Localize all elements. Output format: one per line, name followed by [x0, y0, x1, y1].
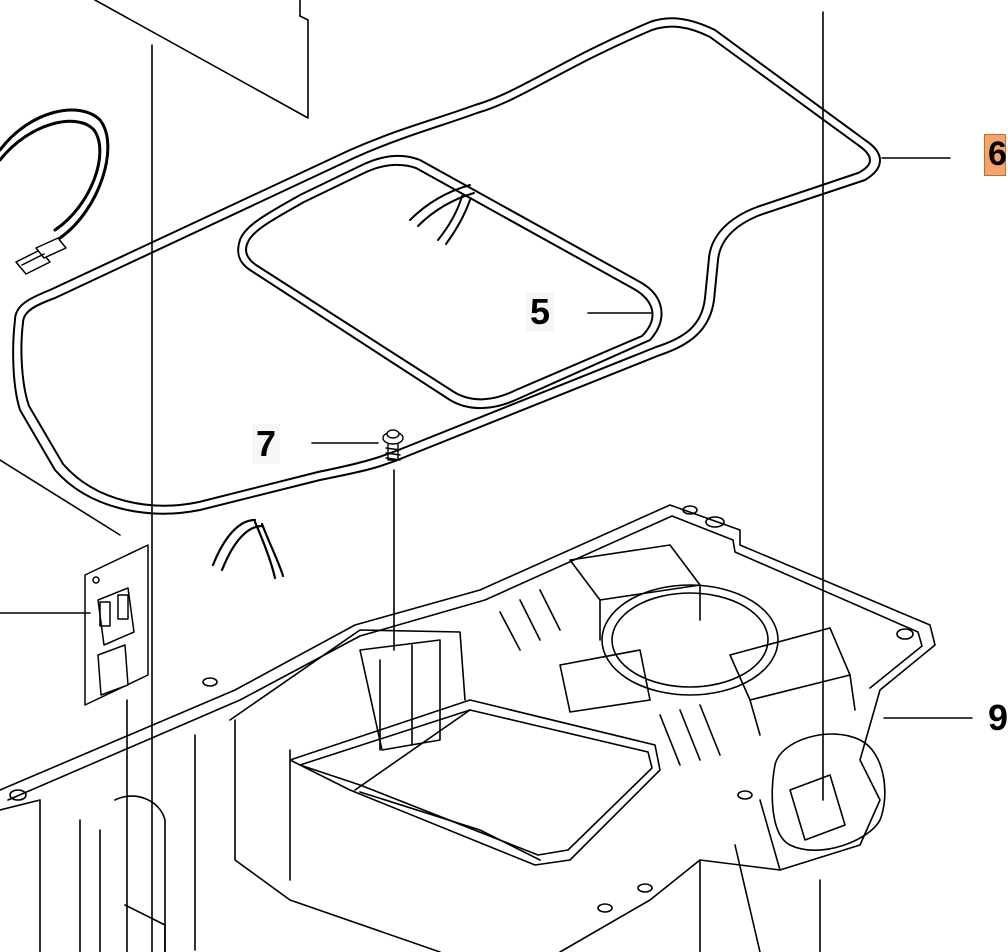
cable-with-connector	[0, 108, 110, 240]
gasket-tail	[211, 518, 285, 580]
screw	[382, 429, 404, 461]
circuit-board	[84, 544, 149, 706]
outer-gasket	[12, 17, 881, 515]
part-label-5: 5	[526, 292, 555, 332]
connector-plug	[15, 237, 67, 275]
inner-gasket	[237, 154, 663, 410]
sheet-panel	[94, 0, 309, 119]
part-label-9: 9	[988, 697, 1008, 738]
part-label-6-highlighted[interactable]: 6	[984, 134, 1007, 176]
leader-line	[0, 459, 121, 536]
housing-base	[0, 504, 936, 952]
part-label-7: 7	[252, 424, 281, 464]
